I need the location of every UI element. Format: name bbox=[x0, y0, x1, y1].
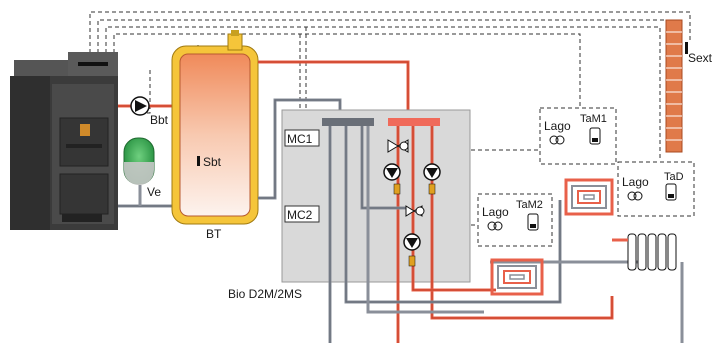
buffer-tank bbox=[171, 30, 259, 225]
flow-sensor bbox=[393, 183, 401, 195]
flow-manifold bbox=[388, 118, 440, 126]
tam1-label: TaM1 bbox=[580, 113, 607, 125]
bbt-label: Bbt bbox=[150, 113, 169, 127]
mc1-box bbox=[284, 129, 320, 147]
thermostat-icon bbox=[665, 183, 677, 201]
thermostat-icon bbox=[527, 213, 539, 231]
flow-sensor bbox=[428, 183, 436, 195]
outdoor-sensor-wall bbox=[665, 19, 688, 153]
flow-sensor bbox=[408, 255, 416, 267]
mc2-box bbox=[284, 205, 320, 223]
mixing-valve-icon bbox=[387, 139, 409, 153]
tam2-label: TaM2 bbox=[516, 199, 543, 211]
distribution-piping bbox=[258, 60, 410, 200]
room-controller-icon bbox=[487, 221, 503, 231]
expansion-vessel bbox=[123, 137, 155, 185]
mixing-valve-icon bbox=[405, 205, 425, 217]
pump-icon bbox=[423, 163, 441, 181]
thermostat-icon bbox=[589, 127, 601, 145]
underfloor-coil bbox=[490, 258, 544, 296]
return-manifold bbox=[322, 118, 374, 126]
lago2-label: Lago bbox=[482, 205, 509, 219]
underfloor-coil bbox=[564, 178, 614, 216]
radiator bbox=[612, 233, 677, 271]
pump-icon bbox=[383, 163, 401, 181]
bt-label: BT bbox=[206, 227, 222, 241]
lago3-label: Lago bbox=[622, 175, 649, 189]
room-controller-icon bbox=[549, 135, 565, 145]
controller-box-2 bbox=[477, 193, 553, 247]
module-flow-pipes bbox=[396, 126, 614, 343]
mc1-label: MC1 bbox=[287, 132, 313, 146]
pump-icon bbox=[403, 233, 421, 251]
mc2-label: MC2 bbox=[287, 208, 313, 222]
ve-label: Ve bbox=[147, 185, 161, 199]
lago1-label: Lago bbox=[544, 119, 571, 133]
sbt-label: Sbt bbox=[203, 155, 222, 169]
tad-label: TaD bbox=[664, 171, 684, 183]
boiler bbox=[10, 52, 118, 230]
module-label: Bio D2M/2MS bbox=[228, 287, 302, 301]
sext-label: Sext bbox=[688, 51, 713, 65]
room-controller-icon bbox=[627, 191, 643, 201]
controller-box-3 bbox=[617, 161, 695, 217]
pump-icon bbox=[130, 96, 150, 116]
